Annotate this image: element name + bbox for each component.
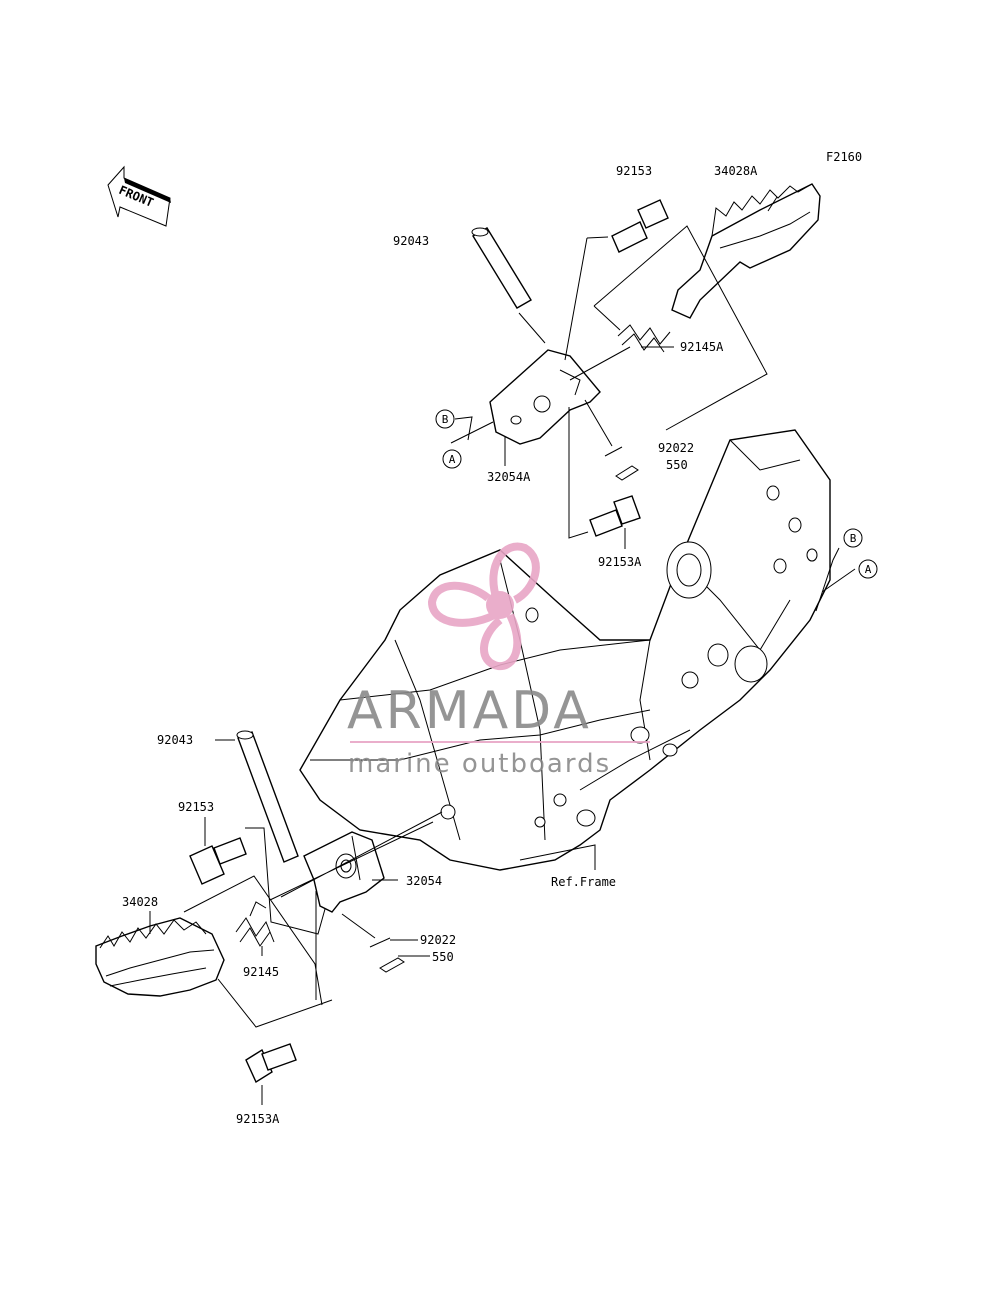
marker-A-frame: A — [858, 559, 878, 579]
lower-bracket-32054 — [303, 831, 385, 913]
callout-92153-lower: 92153 — [178, 800, 214, 814]
callout-550-lower: 550 — [432, 950, 454, 964]
propeller-logo-icon — [427, 542, 540, 671]
upper-footpeg-34028A — [671, 183, 821, 319]
callout-32054: 32054 — [406, 874, 442, 888]
upper-pin-92043 — [471, 227, 532, 309]
callout-92153A-upper: 92153A — [598, 555, 642, 569]
marker-B-frame: B — [843, 528, 863, 548]
watermark-brand: ARMADA — [347, 681, 592, 741]
svg-text:B: B — [442, 413, 449, 426]
figure-code: F2160 — [826, 150, 862, 164]
lower-bolt-92153A — [245, 1043, 297, 1084]
lower-bolt-92153 — [189, 837, 247, 885]
callout-ref-frame: Ref.Frame — [551, 875, 616, 889]
ref-frame-drawing — [299, 429, 831, 871]
callout-92043-upper: 92043 — [393, 234, 429, 248]
upper-bolt-92153 — [611, 199, 669, 253]
lower-spring-92145 — [235, 901, 275, 947]
callout-92022-upper: 92022 — [658, 441, 694, 455]
upper-washer-92022 — [604, 446, 639, 481]
upper-bracket-32054A — [489, 349, 601, 445]
svg-text:B: B — [850, 532, 857, 545]
callout-34028: 34028 — [122, 895, 158, 909]
callout-34028A: 34028A — [714, 164, 758, 178]
leader-lines-upper — [450, 196, 856, 612]
callout-32054A: 32054A — [487, 470, 531, 484]
callout-92145A: 92145A — [680, 340, 724, 354]
callout-92153A-lower: 92153A — [236, 1112, 280, 1126]
watermark: ARMADA marine outboards — [347, 542, 650, 779]
callout-92022-lower: 92022 — [420, 933, 456, 947]
svg-text:A: A — [449, 453, 456, 466]
callout-92043-lower: 92043 — [157, 733, 193, 747]
svg-text:A: A — [865, 563, 872, 576]
callout-92153-upper: 92153 — [616, 164, 652, 178]
lower-washer-92022 — [369, 937, 405, 973]
upper-spring-92145A — [617, 324, 671, 353]
lower-footpeg-34028 — [95, 917, 225, 997]
upper-bolt-92153A — [589, 495, 641, 537]
callout-550-upper: 550 — [666, 458, 688, 472]
marker-A-upper: A — [442, 449, 462, 469]
lower-pin-92043 — [236, 730, 299, 863]
front-arrow: FRONT — [107, 165, 171, 227]
leader-lines-lower — [149, 739, 596, 1105]
callout-92145: 92145 — [243, 965, 279, 979]
watermark-tagline: marine outboards — [348, 749, 611, 779]
marker-B-upper: B — [435, 409, 455, 429]
